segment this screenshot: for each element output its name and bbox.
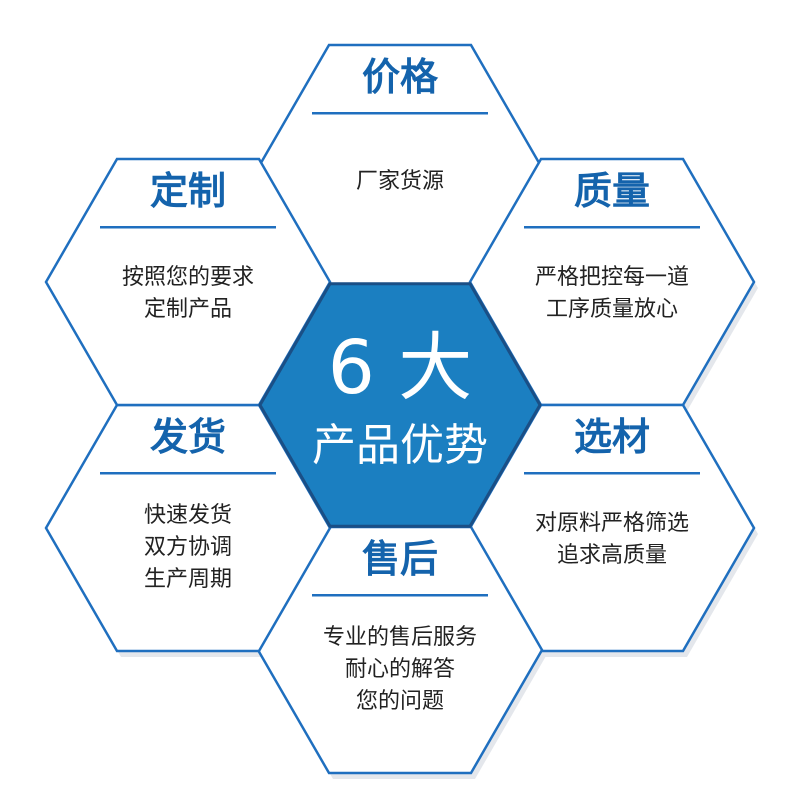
- hex-quality-divider: [524, 226, 700, 229]
- center-hexagon: [260, 283, 540, 527]
- center-subtitle: 产品优势: [312, 420, 488, 471]
- hex-material-divider: [524, 472, 700, 475]
- hex-custom-divider: [100, 226, 276, 229]
- hex-material-line: 追求高质量: [557, 543, 667, 568]
- hex-shipping-line: 生产周期: [144, 567, 232, 592]
- hex-shipping-line: 快速发货: [144, 503, 232, 528]
- hex-shipping-line: 双方协调: [144, 535, 232, 560]
- hex-material-line: 对原料严格筛选: [535, 511, 689, 536]
- hex-layer: 价格厂家货源质量严格把控每一道工序质量放心选材对原料严格筛选追求高质量售后专业的…: [44, 43, 756, 775]
- hex-quality-line: 工序质量放心: [546, 297, 678, 322]
- hex-custom-line: 定制产品: [144, 297, 232, 322]
- hex-shipping-title: 发货: [150, 415, 226, 459]
- hex-aftersale-title: 售后: [362, 537, 438, 581]
- center-layer: 6 大 产品优势: [258, 282, 542, 528]
- hex-price-title: 价格: [362, 55, 439, 99]
- hex-material-title: 选材: [574, 415, 650, 459]
- hex-aftersale-line: 专业的售后服务: [323, 625, 477, 650]
- hex-shipping-divider: [100, 472, 276, 475]
- center-title: 6 大: [328, 325, 473, 411]
- hex-price-line: 厂家货源: [356, 169, 444, 194]
- hex-quality-title: 质量: [574, 169, 650, 213]
- hex-aftersale-divider: [312, 594, 488, 597]
- hex-custom-line: 按照您的要求: [122, 265, 254, 290]
- hex-quality-line: 严格把控每一道: [535, 265, 689, 290]
- hex-price-divider: [312, 112, 488, 115]
- hex-custom-title: 定制: [150, 169, 226, 213]
- hex-aftersale-line: 您的问题: [356, 689, 444, 714]
- center-hexagon-border: [258, 282, 542, 528]
- hex-aftersale-line: 耐心的解答: [345, 657, 455, 682]
